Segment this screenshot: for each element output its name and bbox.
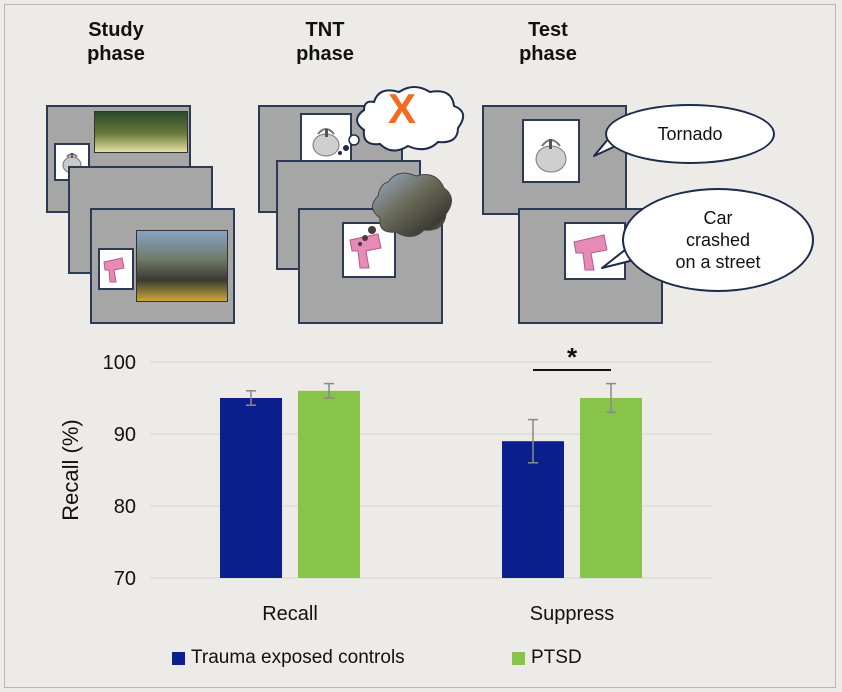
y-tick-label: 70 <box>114 568 136 590</box>
y-tick-label: 90 <box>114 424 136 446</box>
legend-label: PTSD <box>531 647 582 668</box>
bar-ptsd <box>580 398 642 578</box>
speech-line: on a street <box>675 252 761 272</box>
car-crash-scene-image <box>136 230 228 302</box>
x-tick-label: Suppress <box>530 603 615 625</box>
legend-item-controls: Trauma exposed controls <box>172 646 405 670</box>
bar-controls <box>220 398 282 578</box>
phase-title-line2: phase <box>519 43 577 65</box>
y-tick-label: 80 <box>114 496 136 518</box>
x-tick-label: Recall <box>262 603 318 625</box>
legend-swatch-controls <box>172 651 185 665</box>
test-slide-1 <box>482 105 627 215</box>
figure-frame <box>4 4 836 688</box>
phase-title-line1: Test <box>528 19 568 41</box>
legend-label: Trauma exposed controls <box>191 647 405 668</box>
significance-star: * <box>567 342 578 372</box>
phase-title-line1: Study <box>88 19 144 41</box>
phase-title-line2: phase <box>87 43 145 65</box>
bar-controls <box>502 441 564 578</box>
y-tick-label: 100 <box>103 352 136 374</box>
legend-swatch-ptsd <box>512 651 525 665</box>
phase-title-study: Study phase <box>46 18 186 66</box>
y-axis-label: Recall (%) <box>58 419 83 520</box>
kettle-cue-image <box>522 119 580 183</box>
study-slide-3 <box>90 208 235 324</box>
intrusion-cloud-icon <box>358 172 452 246</box>
hairdryer-cue-image <box>98 248 134 290</box>
legend-item-ptsd: PTSD <box>512 646 582 670</box>
phase-title-tnt: TNT phase <box>255 18 395 66</box>
phase-title-line1: TNT <box>305 19 345 41</box>
hairdryer-cue-image <box>564 222 626 280</box>
tornado-scene-image <box>94 111 188 153</box>
speech-line: Car <box>703 208 733 228</box>
phase-title-line2: phase <box>296 43 354 65</box>
phase-title-test: Test phase <box>478 18 618 66</box>
bar-ptsd <box>298 390 360 578</box>
thought-cloud-icon <box>338 86 465 155</box>
speech-bubble-tornado: Tornado <box>605 104 775 164</box>
speech-line: crashed <box>685 230 751 250</box>
speech-bubble-car: Car crashed on a street <box>622 188 814 292</box>
x-mark: X <box>388 85 417 132</box>
speech-text: Tornado <box>657 124 723 144</box>
